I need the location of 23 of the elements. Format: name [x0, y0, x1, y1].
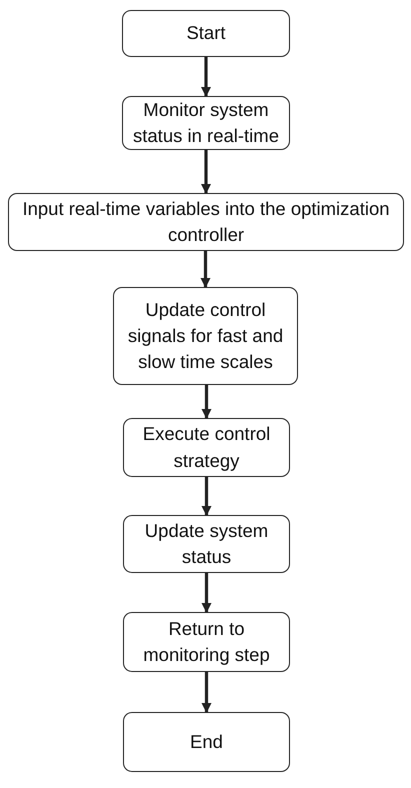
- process-box: [113, 287, 298, 385]
- arrow: [201, 385, 212, 420]
- box-label: Update system status: [144, 518, 270, 569]
- box-label: Return to monitoring step: [142, 616, 271, 667]
- arrow: [201, 573, 212, 614]
- process-box: [123, 712, 290, 772]
- box-label: Execute control strategy: [142, 422, 272, 473]
- box-label: Start: [186, 21, 226, 46]
- process-box: [123, 418, 290, 477]
- process-box: [122, 96, 290, 150]
- box-label: Monitor system status in real-time: [132, 98, 280, 148]
- box-label: End: [190, 730, 223, 754]
- box-label: Update control signals for fast and slow time scales: [126, 298, 284, 374]
- arrow: [200, 150, 212, 194]
- arrow: [200, 57, 212, 98]
- process-box: [122, 10, 290, 57]
- arrow: [200, 251, 211, 288]
- process-box: [123, 612, 290, 672]
- process-box: [123, 515, 290, 573]
- process-box: [8, 193, 404, 251]
- arrow: [201, 672, 212, 714]
- box-label: Input real-time variables into the optimization controller: [21, 196, 391, 247]
- arrow: [201, 477, 212, 516]
